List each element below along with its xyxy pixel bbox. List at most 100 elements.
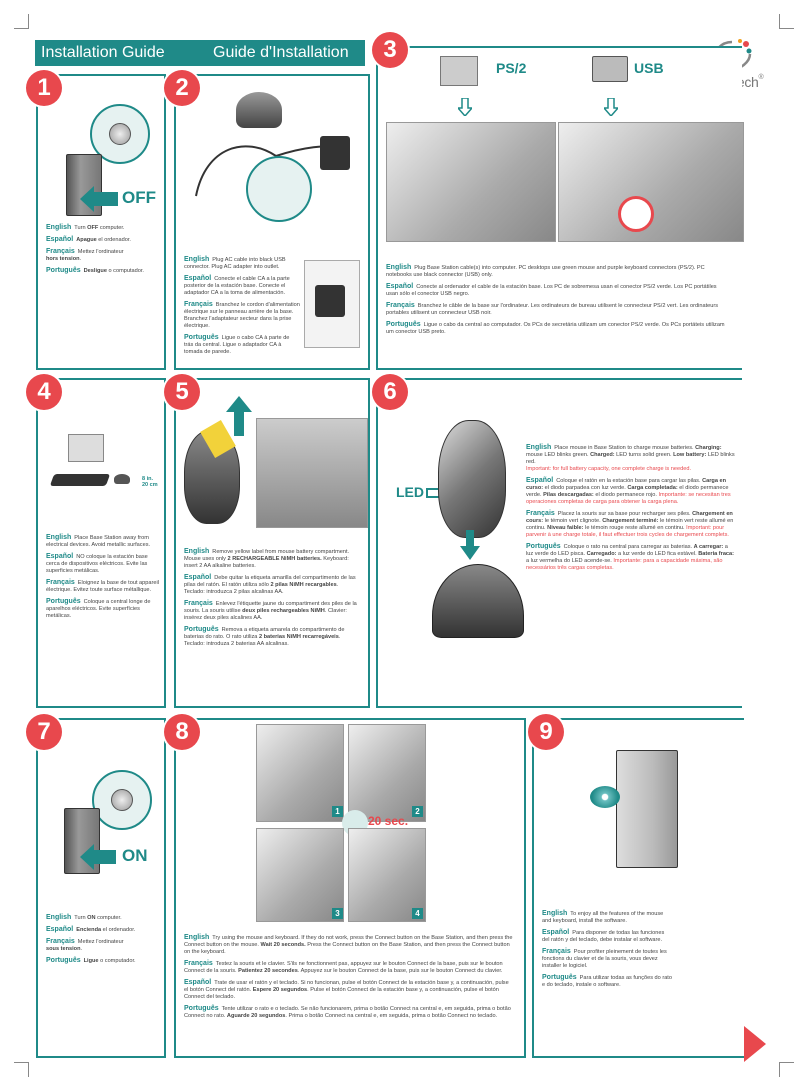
- text-bold: hors tension: [46, 256, 80, 262]
- text-bold: OFF: [87, 225, 99, 231]
- distance-label: 8 in.20 cm: [142, 476, 158, 488]
- text-fragment: . Appuyez sur le bouton Connect de la ba…: [297, 968, 503, 974]
- lang-espanol: Español: [46, 553, 74, 560]
- text-fragment: Plug Base Station cable(s) into computer…: [386, 265, 705, 278]
- step-number-8: 8: [164, 714, 200, 750]
- text-fragment: el diodo permanece verde.: [526, 485, 729, 498]
- lang-espanol: Español: [46, 926, 74, 933]
- lang-espanol: Español: [46, 236, 74, 243]
- lang-english: English: [46, 224, 72, 231]
- text-bold: deux piles rechargeables NiMH: [242, 608, 325, 614]
- connect-photo-3: [256, 828, 344, 922]
- charging-base-image: [432, 564, 524, 638]
- step-number-6: 6: [372, 374, 408, 410]
- connect-photo-2: [348, 724, 426, 822]
- text-fragment: .: [80, 946, 83, 952]
- text-fragment: LED blinks red.: [526, 452, 735, 465]
- crop-mark: [14, 1062, 29, 1077]
- lang-english: English: [526, 444, 552, 451]
- text-fragment: Remova a etiqueta amarela do compartimen…: [184, 627, 345, 640]
- text-fragment: el ordenador.: [101, 927, 136, 933]
- text-fragment: el diodo parpadea con luz verde.: [543, 485, 628, 491]
- text-bold: 2 RECHARGEABLE NiMH batteries.: [227, 556, 322, 562]
- lang-portugues: Português: [46, 267, 81, 274]
- important-note: Important: pour parvenir à une charge to…: [526, 525, 729, 538]
- important-note: Importante: se necesitan tres operacione…: [526, 492, 731, 505]
- text-fragment: Branchez le cordon d'alimentation électr…: [184, 302, 300, 329]
- crop-mark: [779, 14, 794, 29]
- lang-english: English: [386, 264, 412, 271]
- text-fragment: Turn: [74, 225, 88, 231]
- text-fragment: . Prima o botão Connect na central e, em…: [285, 1013, 498, 1019]
- sub-step-3: 3: [332, 908, 343, 919]
- laptop-icon: [592, 56, 628, 82]
- lang-portugues: Português: [542, 974, 577, 981]
- desk-setup-image: [44, 434, 162, 514]
- lang-english: English: [46, 534, 72, 541]
- text-fragment: a luz verde do LED fica estável.: [616, 551, 699, 557]
- text-fragment: Conecte al ordenador el cable de la esta…: [386, 284, 717, 297]
- lang-espanol: Español: [184, 275, 212, 282]
- text-fragment: a luz verde do LED pisca.: [526, 544, 728, 557]
- base-station-image: [236, 92, 282, 128]
- lang-espanol: Español: [542, 929, 570, 936]
- registered-mark: ®: [758, 74, 764, 81]
- text-fragment: le témoin rouge reste allumé en continu.: [583, 525, 687, 531]
- text-fragment: le témoin vert clignote.: [543, 518, 603, 524]
- text-bold: Wait 20 seconds.: [260, 942, 306, 948]
- arrow-down-icon: [458, 98, 472, 116]
- lang-portugues: Português: [46, 957, 81, 964]
- lang-francais: Français: [184, 301, 213, 308]
- mouse-top-image: [438, 420, 506, 538]
- step-number-4: 4: [26, 374, 62, 410]
- lang-english: English: [184, 548, 210, 555]
- pc-tower-image: [616, 750, 678, 868]
- text-fragment: Coloque a central longe de aparelhos elé…: [46, 599, 151, 619]
- text-fragment: Mettez l'ordinateur: [77, 939, 124, 945]
- connector-callout: [246, 156, 312, 222]
- lang-francais: Français: [184, 960, 213, 967]
- text-bold: Apague: [76, 237, 97, 243]
- text-bold: Carga en curso:: [526, 478, 727, 491]
- text-bold: Carregado:: [586, 551, 617, 557]
- lang-francais: Français: [386, 302, 415, 309]
- off-label: OFF: [122, 188, 156, 207]
- header-bar: Installation Guide Guide d'Installation: [35, 40, 365, 66]
- step-number-5: 5: [164, 374, 200, 410]
- lang-portugues: Português: [386, 321, 421, 328]
- text-bold: Ligue: [83, 958, 99, 964]
- lang-espanol: Español: [386, 283, 414, 290]
- text-bold: A carregar:: [693, 544, 724, 550]
- text-bold: Charged:: [590, 452, 615, 458]
- text-bold: Pilas descargadas:: [543, 492, 594, 498]
- text-fragment: computer.: [98, 225, 125, 231]
- text-fragment: Placez la souris sur sa base pour rechar…: [557, 511, 693, 517]
- text-fragment: Tente utilizar o rato e o teclado. Se nã…: [184, 1006, 511, 1019]
- text-bold: Chargement en cours:: [526, 511, 733, 524]
- lang-english: English: [184, 256, 210, 263]
- lang-portugues: Português: [184, 626, 219, 633]
- arrow-icon: [80, 844, 116, 870]
- ps2-label: PS/2: [496, 60, 527, 76]
- power-button-callout: [92, 770, 152, 830]
- outlet-image: [304, 260, 360, 348]
- text-fragment: Ligue o cabo da central ao computador. O…: [386, 322, 725, 335]
- sub-step-2: 2: [412, 806, 423, 817]
- lang-espanol: Español: [526, 477, 554, 484]
- text-fragment: o computador.: [98, 958, 136, 964]
- lang-francais: Français: [46, 938, 75, 945]
- lang-portugues: Português: [46, 598, 81, 605]
- text-fragment: . Teclado: introduzca 2 pilas alcalinas …: [184, 582, 339, 595]
- step-number-3: 3: [372, 32, 408, 68]
- text-bold: Niveau faible:: [547, 525, 584, 531]
